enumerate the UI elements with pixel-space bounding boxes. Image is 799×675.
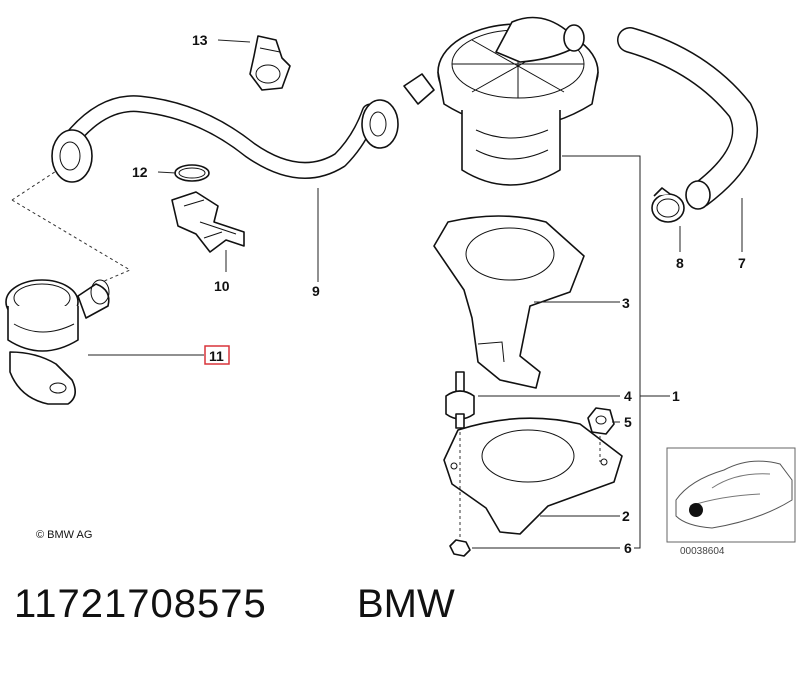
check-valve-part[interactable] [5, 279, 110, 405]
callout-1: 1 [672, 388, 680, 404]
callout-11: 11 [209, 348, 224, 364]
lower-bracket-part[interactable] [443, 417, 623, 535]
callout-13: 13 [192, 32, 208, 48]
footer-brand: BMW [357, 582, 455, 626]
callout-3: 3 [622, 295, 630, 311]
hose-part-9[interactable] [51, 95, 399, 183]
callout-4: 4 [624, 388, 632, 404]
vehicle-location-inset[interactable]: 00038604 [666, 447, 796, 557]
callout-8: 8 [676, 255, 684, 271]
callout-10: 10 [214, 278, 230, 294]
footer-part-number: 11721708575 [14, 582, 267, 626]
o-ring-part[interactable] [174, 164, 210, 182]
nut-part-5[interactable] [587, 407, 615, 435]
callout-7: 7 [738, 255, 746, 271]
hose-part-7[interactable] [617, 27, 758, 210]
copyright-text: © BMW AG [36, 529, 92, 541]
location-marker-icon [689, 503, 703, 517]
callout-6: 6 [624, 540, 632, 556]
air-pump-part[interactable] [403, 16, 599, 186]
bracket-clip-part[interactable] [171, 191, 245, 253]
leader-13 [217, 39, 251, 43]
callout-11-highlight-box [204, 345, 230, 365]
callout-9: 9 [312, 283, 320, 299]
nut-part-6[interactable] [449, 539, 471, 557]
assembly-line-b [11, 199, 132, 283]
hose-clip-part[interactable] [249, 35, 291, 91]
leader-12 [157, 171, 177, 174]
leader-1-bracket [562, 155, 670, 549]
callout-2: 2 [622, 508, 630, 524]
callout-12: 12 [132, 164, 148, 180]
upper-bracket-part[interactable] [433, 215, 585, 389]
hose-clamp-part[interactable] [651, 187, 685, 223]
inset-code: 00038604 [680, 546, 725, 557]
assembly-line-c [459, 432, 601, 540]
callout-5: 5 [624, 414, 632, 430]
rubber-mount-part[interactable] [445, 371, 475, 429]
